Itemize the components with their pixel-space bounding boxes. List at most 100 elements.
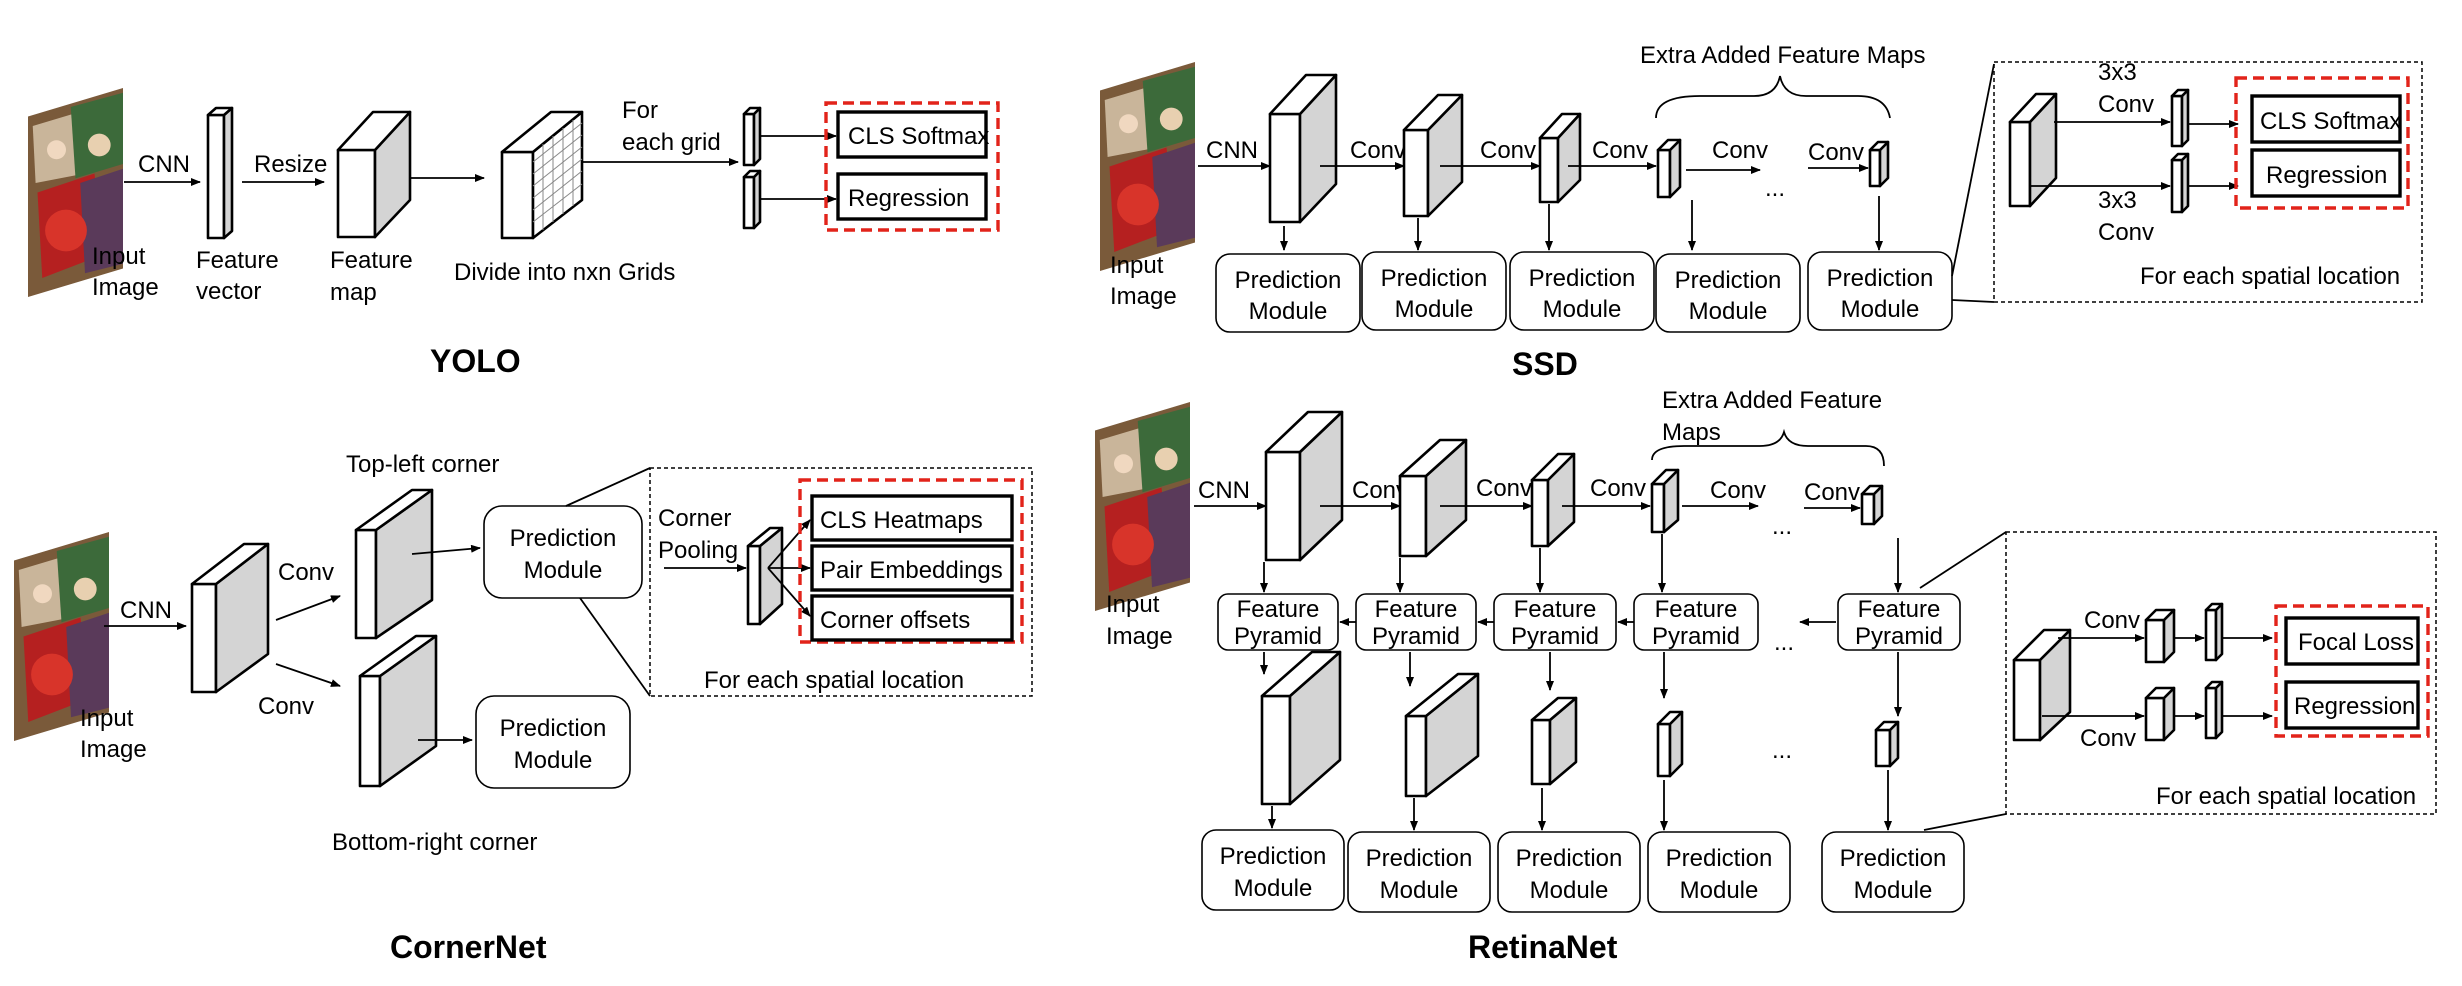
conv-label: Conv bbox=[1592, 137, 1648, 164]
regression-label: Regression bbox=[2266, 162, 2387, 189]
cls-heatmaps-label: CLS Heatmaps bbox=[820, 507, 983, 534]
regression-box bbox=[2284, 680, 2420, 730]
retinanet-c4 bbox=[1650, 468, 1680, 534]
input-label: Image bbox=[80, 736, 147, 763]
prediction-module bbox=[1497, 831, 1641, 913]
cornernet-output-highlight bbox=[798, 478, 1024, 644]
prediction-module bbox=[483, 505, 643, 599]
retinanet-p2 bbox=[1404, 672, 1480, 798]
for-each-spatial-label: For each spatial location bbox=[2140, 263, 2400, 290]
feature-pyramid-label: Pyramid bbox=[1372, 623, 1460, 650]
prediction-module-label: Module bbox=[1543, 296, 1622, 323]
feature-map-label: Feature bbox=[330, 247, 413, 274]
prediction-module bbox=[475, 695, 631, 789]
cls-softmax-label: CLS Softmax bbox=[2260, 108, 2401, 135]
ssd-prediction-modules: Prediction Module Prediction Module Pred… bbox=[1215, 196, 1953, 333]
ssd-title: SSD bbox=[1512, 346, 1578, 382]
retinanet-head-top-2 bbox=[2204, 602, 2224, 662]
for-each-grid-label: For bbox=[622, 97, 658, 124]
input-label: Image bbox=[1110, 283, 1177, 310]
corner-offsets-box bbox=[810, 594, 1014, 642]
focal-loss-label: Focal Loss bbox=[2298, 629, 2414, 656]
retinanet-p4 bbox=[1656, 710, 1684, 778]
input-label: Image bbox=[92, 274, 159, 301]
cornernet-title: CornerNet bbox=[390, 929, 547, 965]
extra-feature-maps-label: Extra Added Feature Maps bbox=[1640, 42, 1926, 69]
prediction-module-label: Module bbox=[524, 557, 603, 584]
cls-heatmaps-box bbox=[810, 494, 1014, 542]
retinanet-c2 bbox=[1398, 438, 1468, 558]
cornernet-backbone bbox=[190, 542, 270, 694]
prediction-module bbox=[1821, 831, 1965, 913]
ssd-detail-vector-bottom bbox=[2170, 152, 2190, 214]
focal-loss-box bbox=[2284, 616, 2420, 666]
retinanet-head-bottom-1 bbox=[2144, 686, 2176, 742]
prediction-module-label: Prediction bbox=[1516, 845, 1623, 872]
prediction-module-label: Prediction bbox=[1381, 265, 1488, 292]
prediction-module-label: Prediction bbox=[1235, 267, 1342, 294]
conv-label: Conv bbox=[2080, 725, 2136, 752]
feature-pyramid-label: Pyramid bbox=[1855, 623, 1943, 650]
feature-pyramid-label: Feature bbox=[1237, 596, 1320, 623]
prediction-module-label: Module bbox=[1854, 877, 1933, 904]
conv3x3-label: Conv bbox=[2098, 91, 2154, 118]
feature-map bbox=[336, 110, 412, 239]
prediction-module-label: Module bbox=[1841, 296, 1920, 323]
ellipsis: ... bbox=[1772, 513, 1792, 540]
conv3x3-label: 3x3 bbox=[2098, 59, 2137, 86]
retinanet-c1 bbox=[1264, 410, 1344, 562]
prediction-module-label: Module bbox=[1530, 877, 1609, 904]
ellipsis: ... bbox=[1774, 629, 1794, 656]
retinanet-p3 bbox=[1530, 696, 1578, 786]
feature-pyramid-label: Pyramid bbox=[1652, 623, 1740, 650]
conv-label: Conv bbox=[1480, 137, 1536, 164]
ssd-detail-feature-map bbox=[2008, 92, 2058, 208]
prediction-module bbox=[1215, 253, 1361, 333]
prediction-module bbox=[1655, 253, 1801, 333]
yolo-title: YOLO bbox=[430, 343, 521, 379]
cnn-label: CNN bbox=[138, 151, 190, 178]
prediction-module bbox=[1647, 831, 1791, 913]
conv-label: Conv bbox=[1352, 477, 1408, 504]
grid-feature-map bbox=[500, 110, 584, 240]
ssd-feature-map-3 bbox=[1538, 112, 1582, 204]
extra-feature-maps-label: Extra Added Feature bbox=[1662, 387, 1882, 414]
conv-label: Conv bbox=[1808, 139, 1864, 166]
ssd-panel: CNN Input Image Conv Conv Conv bbox=[1110, 42, 2423, 382]
retinanet-prediction-modules: Prediction Module Prediction Module Pred… bbox=[1201, 829, 1965, 913]
prediction-module-label: Module bbox=[1234, 875, 1313, 902]
retinanet-title: RetinaNet bbox=[1468, 929, 1618, 965]
ssd-feature-map-2 bbox=[1402, 93, 1464, 218]
regression-box bbox=[2250, 148, 2402, 198]
prediction-module bbox=[1807, 251, 1953, 331]
bottom-right-branch bbox=[358, 634, 438, 788]
grid-vector-top bbox=[742, 106, 762, 167]
ssd-feature-map-5 bbox=[1868, 140, 1890, 188]
conv-label: Conv bbox=[1590, 475, 1646, 502]
corner-pooling-label: Pooling bbox=[658, 537, 738, 564]
feature-pyramid bbox=[1217, 593, 1339, 651]
input-image-thumbnail bbox=[1100, 62, 1195, 271]
corner-pooling-map bbox=[746, 526, 784, 626]
cornernet-panel: CNN Input Image Conv Conv Top-left corne… bbox=[80, 451, 1033, 965]
top-left-branch bbox=[354, 488, 434, 640]
feature-pyramid-label: Pyramid bbox=[1511, 623, 1599, 650]
conv-label: Conv bbox=[1350, 137, 1406, 164]
brace bbox=[1651, 428, 1885, 467]
divide-grids-label: Divide into nxn Grids bbox=[454, 259, 675, 286]
for-each-spatial-label: For each spatial location bbox=[2156, 783, 2416, 810]
cls-softmax-box bbox=[2250, 94, 2402, 144]
retinanet-p1 bbox=[1260, 650, 1342, 806]
for-each-grid-label: each grid bbox=[622, 129, 721, 156]
regression-box bbox=[836, 172, 988, 221]
retinanet-output-highlight bbox=[2274, 604, 2430, 738]
pair-embeddings-label: Pair Embeddings bbox=[820, 557, 1003, 584]
feature-pyramid-label: Pyramid bbox=[1234, 623, 1322, 650]
ellipsis: ... bbox=[1772, 737, 1792, 764]
conv-label: Conv bbox=[1710, 477, 1766, 504]
retinanet-detail-feature-map bbox=[2012, 628, 2072, 742]
conv-label: Conv bbox=[278, 559, 334, 586]
prediction-module-label: Module bbox=[1680, 877, 1759, 904]
cnn-label: CNN bbox=[120, 597, 172, 624]
corner-pooling-label: Corner bbox=[658, 505, 731, 532]
